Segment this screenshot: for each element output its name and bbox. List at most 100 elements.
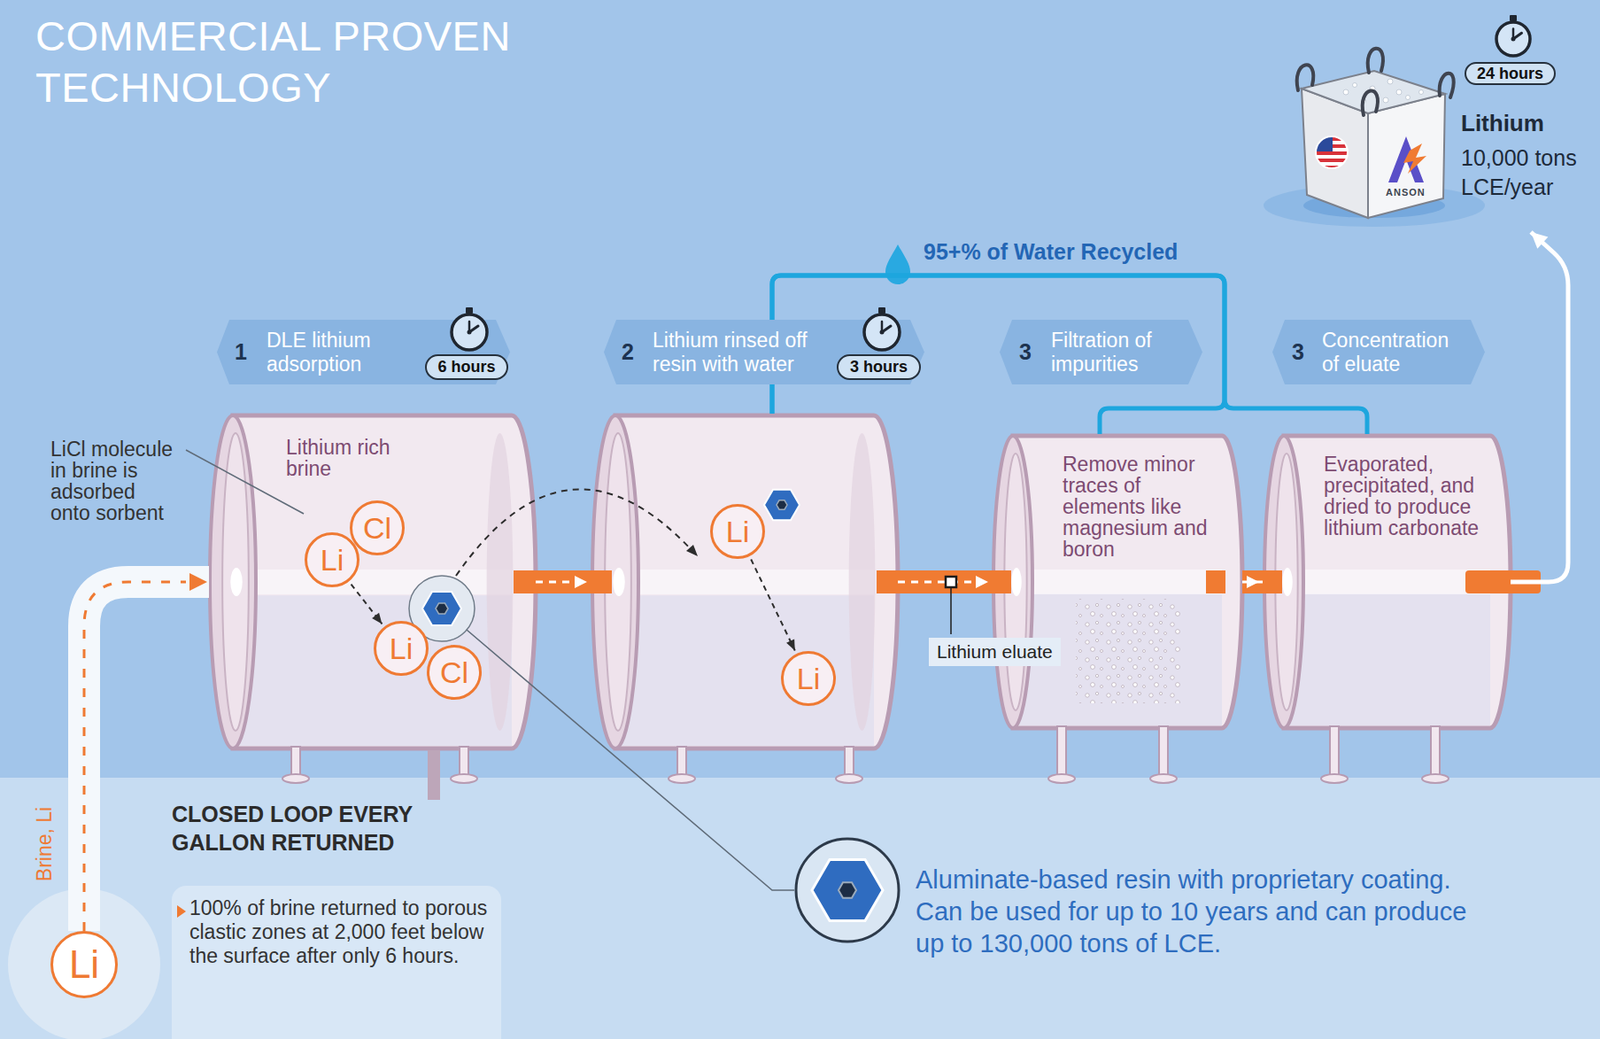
bulk-bag	[1297, 64, 1315, 91]
arrowhead	[786, 638, 796, 650]
closed-loop-body: 100% of brine returned to porous clastic…	[189, 896, 493, 968]
time-badge: 6 hours	[425, 354, 509, 380]
element-symbol: Li	[389, 633, 413, 664]
connector-line	[351, 584, 383, 625]
tank-cylinder	[232, 569, 512, 595]
tank-cylinder	[615, 569, 874, 595]
connector	[351, 584, 383, 625]
connector	[1510, 231, 1569, 582]
bulk-bag	[1403, 143, 1427, 174]
connector-line	[84, 581, 209, 931]
step-number: 3	[1019, 339, 1052, 365]
tank-cylinder	[232, 415, 536, 749]
tank-legs	[835, 773, 863, 783]
process-tank: Evaporated, precipitated, and dried to p…	[1263, 433, 1511, 730]
process-tank: Lithium rich brineLiClLiCl	[208, 413, 536, 750]
bulk-bag	[1343, 89, 1349, 95]
tank-cylinder	[1283, 435, 1511, 728]
tank-legs	[668, 773, 696, 783]
pipe-stub	[1205, 570, 1226, 594]
step-ribbon	[465, 307, 473, 314]
pipe-stub	[590, 570, 612, 594]
bulk-bag	[1387, 78, 1393, 85]
arrowhead	[1246, 575, 1260, 588]
tank-legs	[844, 746, 854, 777]
tank-legs	[1321, 773, 1348, 783]
annotation: LiCl molecule in brine is adsorbed onto …	[50, 438, 179, 524]
resin-transfer-arrow	[456, 488, 693, 576]
tank-cylinder	[591, 413, 898, 750]
tank-text: Lithium rich brine	[285, 436, 428, 480]
product-bag: Lithium10,000 tons LCE/year24 hours	[1275, 17, 1598, 232]
time-text: 6 hours	[437, 357, 495, 377]
bulk-bag	[1511, 37, 1516, 42]
bulk-bag	[1315, 136, 1348, 169]
connector-line	[750, 559, 796, 651]
time-text: 3 hours	[850, 357, 908, 377]
step-label: Lithium rinsed off resin with water	[652, 328, 835, 377]
step-ribbon	[878, 307, 886, 314]
bulk-bag	[1383, 97, 1389, 103]
resin-transfer-arrow	[686, 544, 698, 557]
bulk-bag	[1509, 15, 1517, 22]
arrowhead	[574, 575, 588, 588]
connector-line	[1242, 570, 1264, 594]
leader-line	[466, 629, 795, 890]
connector	[535, 575, 592, 588]
tank-cylinder	[615, 415, 898, 749]
element-symbol: Li	[320, 544, 344, 575]
resin-bead	[435, 602, 449, 614]
product-amount: 10,000 tons LCE/year	[1460, 143, 1593, 202]
pipe-stub	[513, 570, 1541, 594]
bulk-bag	[1275, 17, 1598, 232]
brine-return-panel: 100% of brine returned to porous clastic…	[171, 885, 502, 1039]
step-label: Filtration of impurities	[1051, 328, 1175, 377]
ion-circle: Li	[373, 620, 429, 676]
tank-cylinder	[1283, 593, 1491, 726]
tank-cylinder	[849, 432, 876, 731]
connector-label: 95+% of Water Recycled	[923, 239, 1178, 265]
pipe-stub	[1262, 570, 1283, 594]
tank-legs	[450, 773, 478, 783]
step-banner: 3Filtration of impurities	[999, 319, 1203, 385]
tank-cylinder	[1011, 567, 1022, 596]
tank-cylinder	[604, 432, 632, 731]
filter-media	[1075, 598, 1181, 704]
tank-cylinder	[222, 432, 249, 731]
tank-legs	[1422, 773, 1449, 783]
arrowhead	[189, 572, 208, 591]
connector-label: Brine, Li	[32, 806, 57, 882]
connector	[433, 749, 435, 800]
time-badge: 3 hours	[836, 354, 921, 380]
step-ribbon	[451, 314, 487, 350]
tank-legs	[459, 746, 469, 777]
tank-legs	[1150, 773, 1177, 783]
step-number: 3	[1291, 339, 1322, 365]
resin-bead	[422, 591, 462, 626]
annotation: ANSON	[1385, 186, 1426, 198]
tank-cylinder	[209, 415, 256, 749]
tank-text: Remove minor traces of elements like mag…	[1062, 453, 1214, 560]
resin-bead	[764, 489, 800, 521]
label-marker	[945, 576, 957, 588]
bulk-bag	[1439, 73, 1454, 98]
tank-legs	[1430, 726, 1440, 777]
bulk-bag	[1314, 151, 1352, 155]
element-symbol: Li	[796, 663, 820, 694]
connector-line	[535, 570, 592, 594]
process-tank: LiLi	[591, 413, 898, 750]
tank-legs	[1048, 773, 1075, 783]
step-ribbon	[880, 330, 885, 335]
ion-circle: Li	[710, 503, 766, 559]
pipe-stub	[876, 570, 899, 594]
ion-circle: Li	[50, 930, 118, 998]
step-ribbon	[467, 330, 472, 335]
tank-cylinder	[993, 435, 1033, 728]
bulk-bag	[1352, 83, 1358, 88]
tank-cylinder	[230, 567, 243, 596]
tank-legs	[282, 726, 1449, 783]
connector	[84, 572, 209, 931]
bulk-bag	[1419, 90, 1424, 95]
bulk-bag	[1297, 48, 1454, 116]
